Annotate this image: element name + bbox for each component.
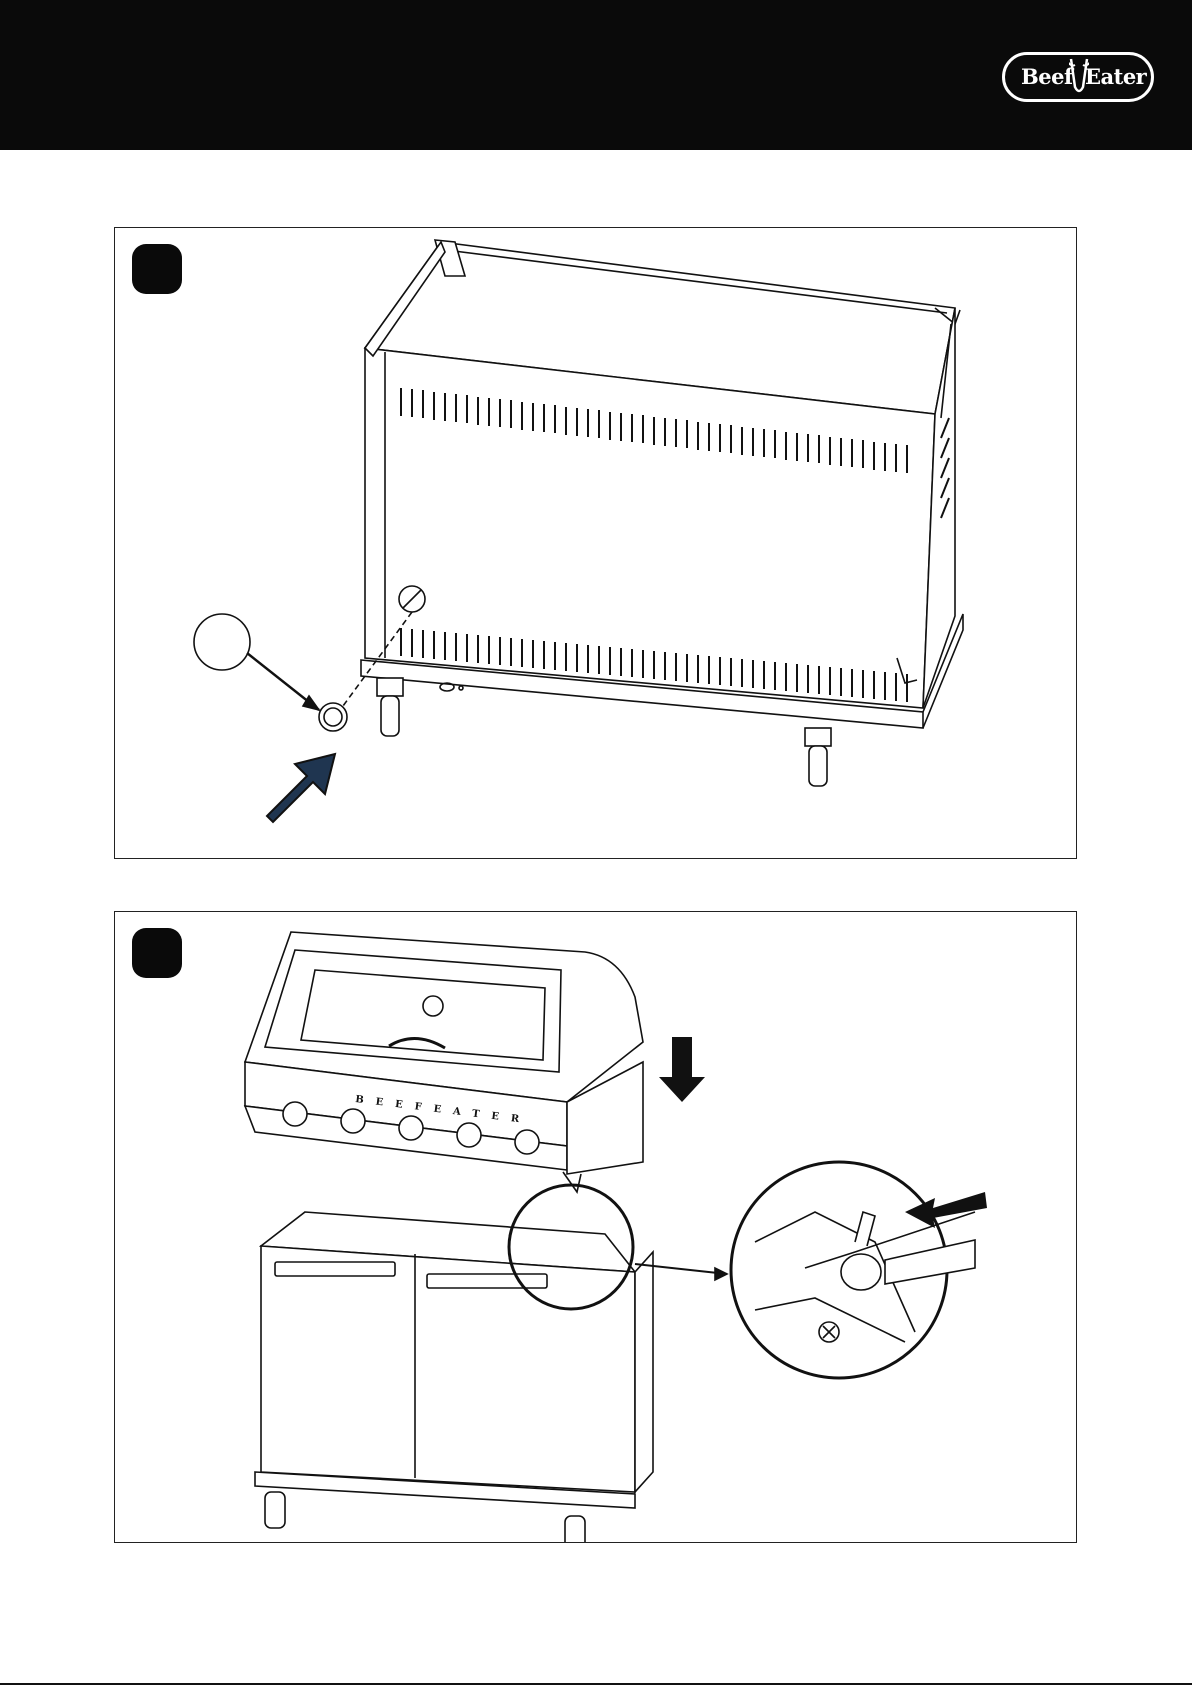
logo-text-right: Eater xyxy=(1085,64,1146,89)
brand-logo: Beef Eater xyxy=(1002,52,1154,102)
step-2-panel: BEEFEATER xyxy=(114,911,1077,1543)
header-bar: Beef Eater xyxy=(0,0,1192,150)
step-1-panel xyxy=(114,227,1077,859)
bbq-install-illustration: BEEFEATER xyxy=(115,912,1075,1542)
push-arrow-icon xyxy=(267,754,335,822)
logo-text-left: Beef xyxy=(1021,64,1073,89)
down-arrow-icon xyxy=(659,1037,705,1102)
cart-cabinet-illustration xyxy=(115,228,1075,858)
